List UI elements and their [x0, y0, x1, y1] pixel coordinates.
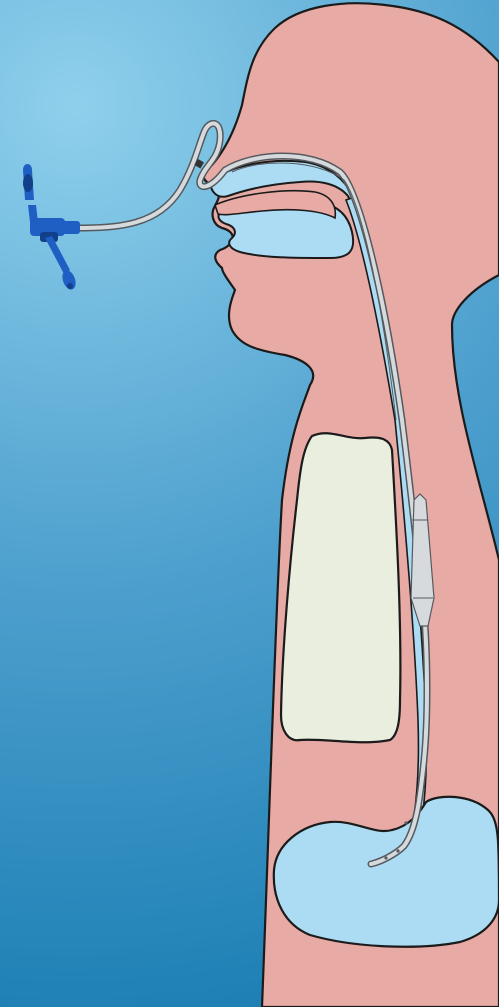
- lung: [281, 433, 400, 742]
- tube-port: [404, 821, 407, 824]
- tube-port: [384, 856, 387, 859]
- tube-port: [396, 849, 399, 852]
